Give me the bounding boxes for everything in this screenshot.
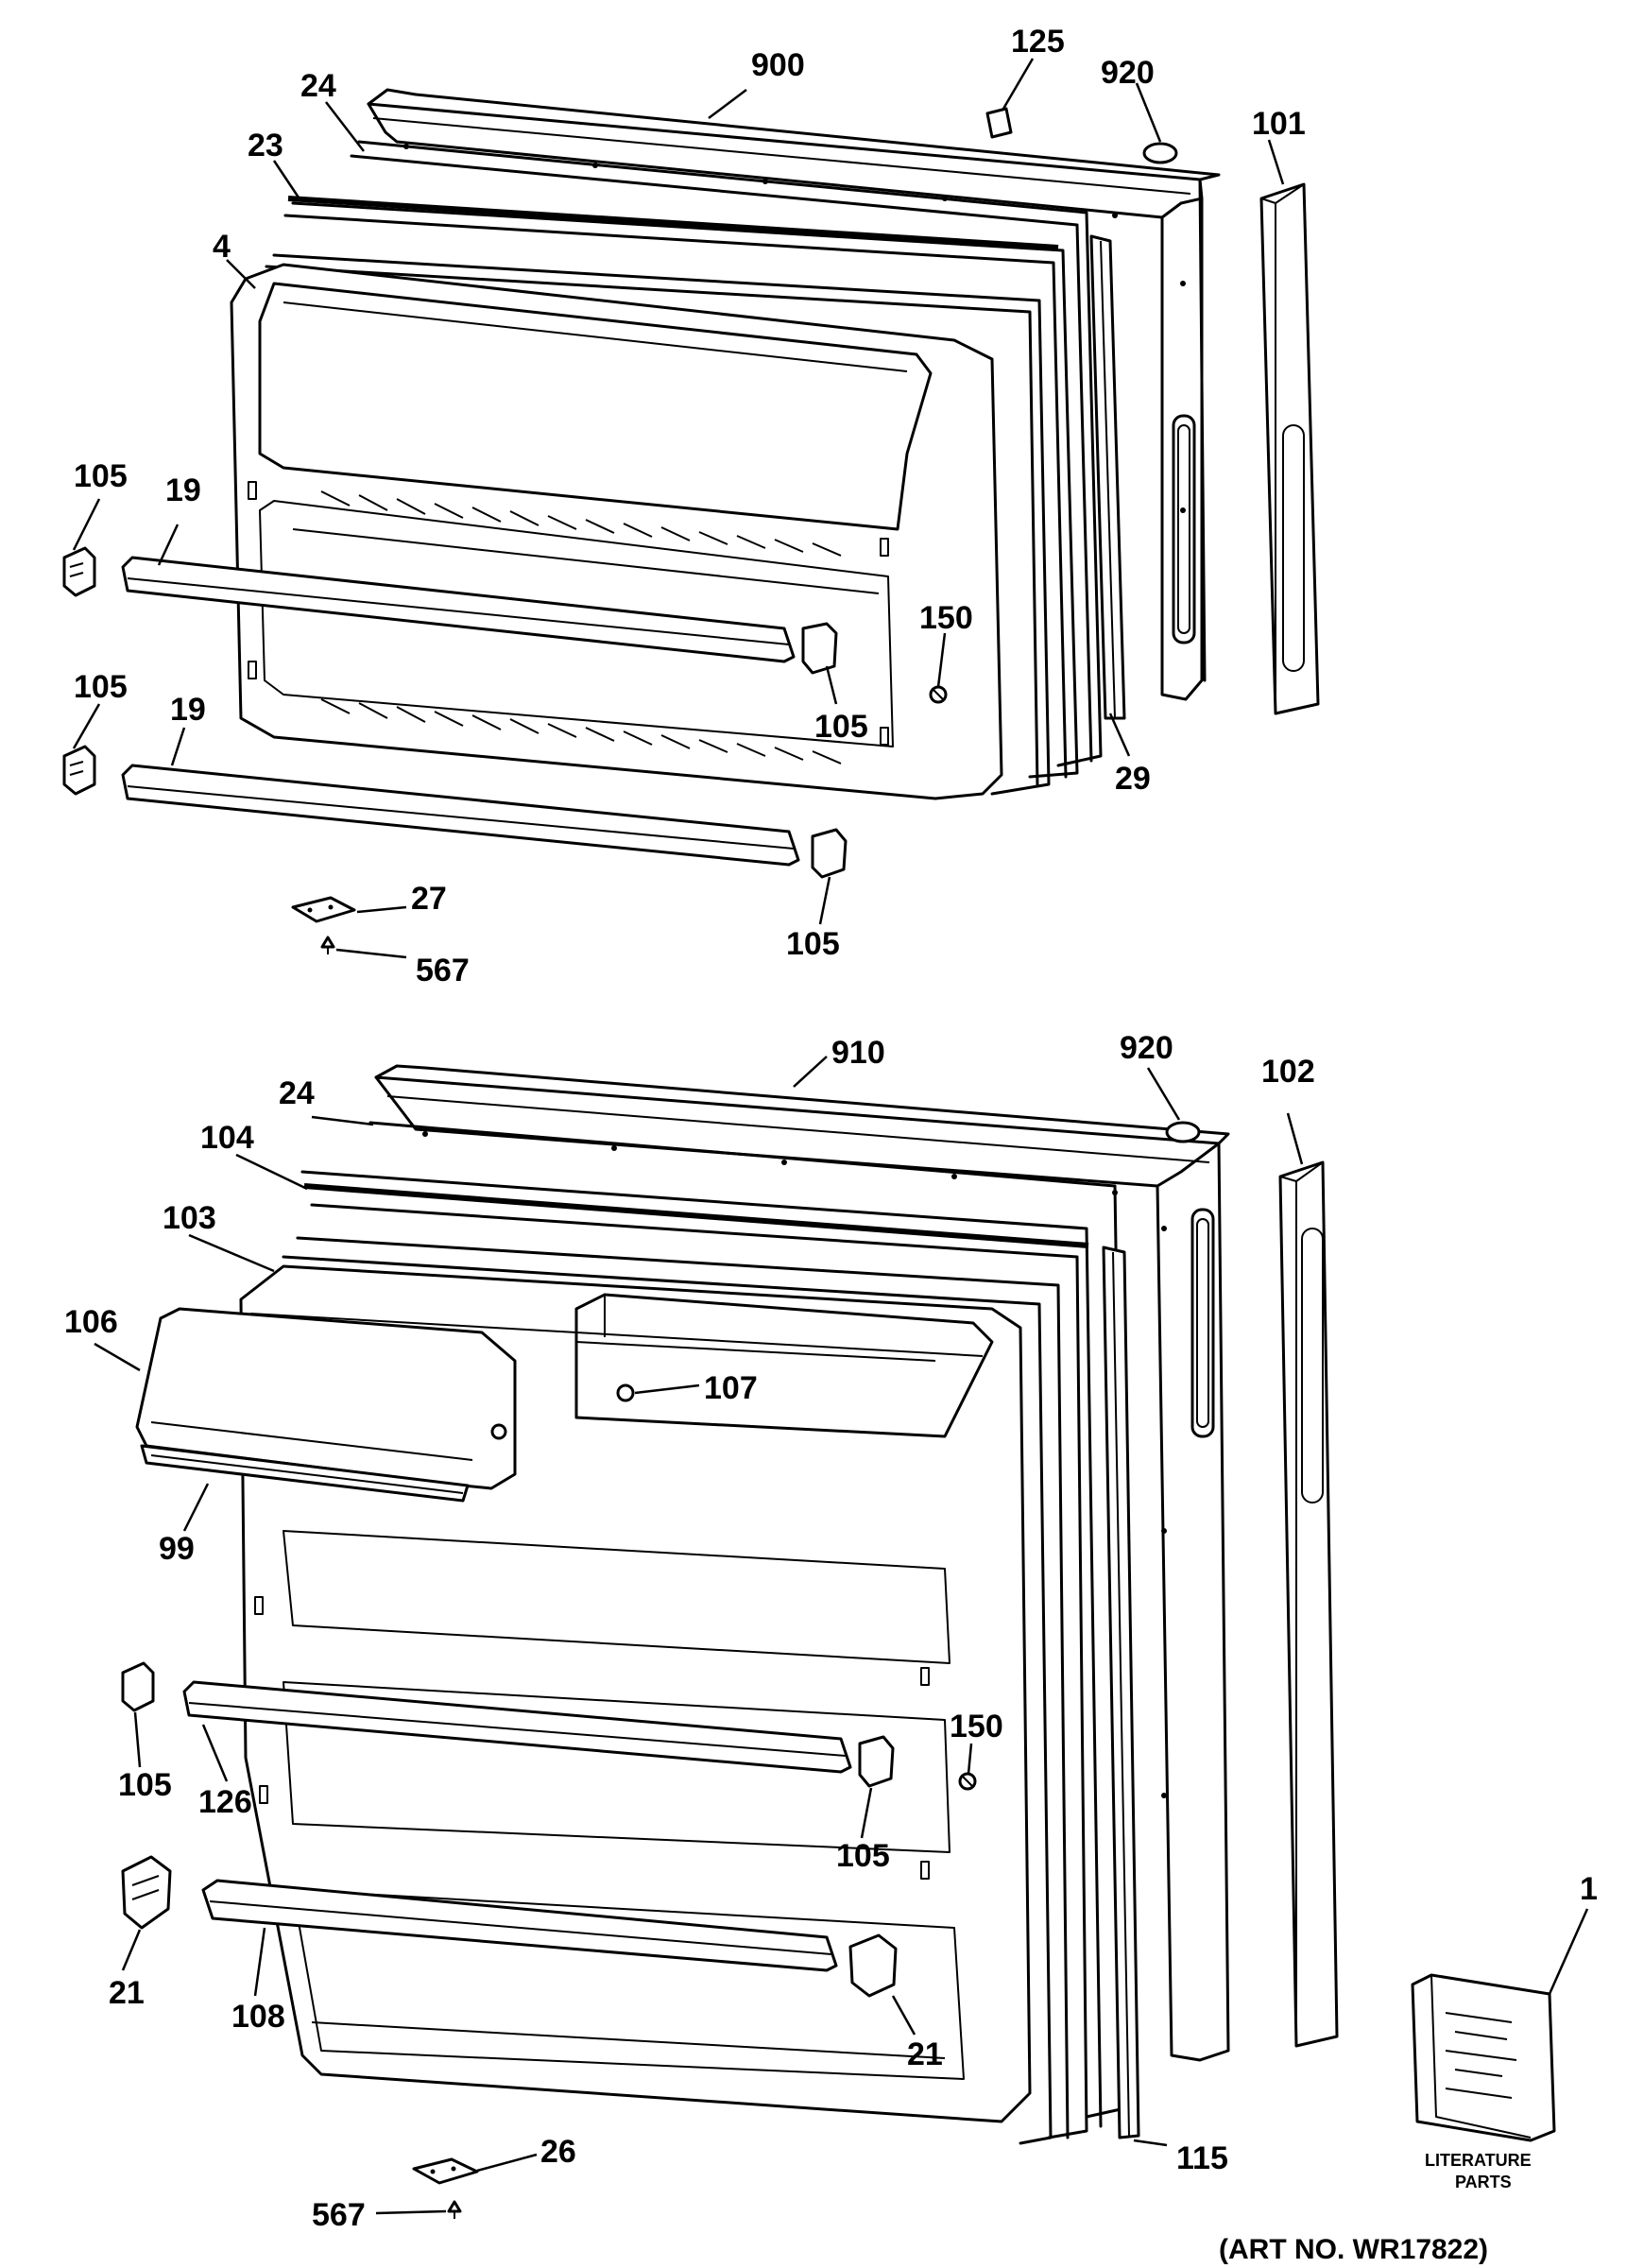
shelf-ribs-upper [320, 490, 842, 557]
literature-label-line1: LITERATURE [1425, 2151, 1532, 2170]
callout-104: 104 [200, 1120, 254, 1156]
callout-567-top: 567 [416, 953, 470, 988]
callout-920-top: 920 [1101, 55, 1155, 91]
callout-107: 107 [704, 1370, 758, 1406]
door-strip-29 [1089, 234, 1126, 720]
callout-115: 115 [1176, 2140, 1228, 2176]
fresh-food-door-assembly [121, 1064, 1556, 2219]
callout-19-b: 19 [170, 692, 206, 728]
screw-567-bottom [447, 2200, 462, 2219]
cap-920-bottom [1165, 1121, 1201, 1143]
callout-126: 126 [198, 1784, 252, 1820]
hinge-26 [412, 2157, 479, 2185]
clip-105-f [858, 1735, 895, 1788]
plug-125 [985, 107, 1013, 139]
cap-920-top [1142, 142, 1178, 164]
callout-24-bottom: 24 [279, 1075, 315, 1111]
shelf-ribs-lower [320, 698, 842, 765]
screw-567-top [320, 936, 335, 954]
clip-105-a [62, 546, 96, 597]
callout-108: 108 [231, 1999, 285, 2035]
freezer-inner-liner-4 [230, 263, 1003, 800]
callout-920-bottom: 920 [1120, 1030, 1173, 1066]
callout-23: 23 [248, 128, 283, 163]
callout-26: 26 [540, 2134, 576, 2170]
leader-lines [72, 58, 1589, 2215]
clip-105-e [121, 1661, 155, 1712]
callout-900: 900 [751, 47, 805, 83]
dairy-compartment-106 [135, 1307, 517, 1490]
shelf-bar-108 [201, 1879, 838, 1972]
callout-150-bottom: 150 [950, 1709, 1003, 1744]
callout-102: 102 [1261, 1054, 1315, 1090]
callout-24-top: 24 [300, 68, 336, 104]
callout-105-f: 105 [836, 1838, 890, 1874]
callout-567-bottom: 567 [312, 2197, 366, 2233]
compartment-door-99 [140, 1444, 470, 1503]
outer-door-panel-900 [367, 88, 1221, 701]
handle-trim-102 [1278, 1160, 1339, 2048]
screw-150-top [929, 685, 948, 704]
hinge-27 [291, 896, 356, 923]
clip-105-c [62, 745, 96, 796]
shelf-bar-126 [182, 1680, 852, 1774]
callout-910: 910 [831, 1035, 885, 1071]
outer-door-panel-910 [374, 1064, 1230, 2062]
callout-105-e: 105 [118, 1767, 172, 1803]
callout-27: 27 [411, 881, 447, 917]
callout-99: 99 [159, 1531, 195, 1567]
callout-21-a: 21 [109, 1975, 145, 2011]
shelf-bar-19-upper [121, 556, 796, 663]
handle-trim-101 [1259, 182, 1320, 715]
callout-105-b: 105 [814, 709, 868, 745]
shelf-bar-19-lower [121, 764, 800, 867]
callout-21-b: 21 [907, 2036, 943, 2072]
screw-150-bottom [958, 1772, 977, 1791]
callout-105-a: 105 [74, 458, 128, 494]
callout-1: 1 [1580, 1871, 1598, 1907]
callout-19-a: 19 [165, 472, 201, 508]
callout-labels: 900 125 920 101 24 23 4 105 19 150 105 2… [64, 24, 1598, 2265]
door-gasket-frames [265, 140, 1103, 796]
literature-label-line2: PARTS [1455, 2173, 1512, 2191]
callout-150-top: 150 [919, 600, 973, 636]
art-number: (ART NO. WR17822) [1219, 2234, 1488, 2265]
callout-29: 29 [1115, 761, 1151, 797]
callout-105-c: 105 [74, 669, 128, 705]
door-strip-115 [1102, 1246, 1140, 2139]
callout-101: 101 [1252, 106, 1306, 142]
callout-106: 106 [64, 1304, 118, 1340]
clip-21-b [848, 1933, 898, 1998]
literature-booklet [1411, 1973, 1556, 2142]
callout-125: 125 [1011, 24, 1065, 60]
freezer-door-assembly [62, 88, 1320, 954]
clip-105-b [801, 622, 838, 675]
clip-105-d [811, 828, 848, 879]
callout-103: 103 [163, 1200, 216, 1236]
knob-107 [616, 1383, 635, 1402]
callout-4: 4 [213, 229, 231, 265]
clip-21-a [121, 1855, 172, 1930]
callout-105-d: 105 [786, 926, 840, 962]
